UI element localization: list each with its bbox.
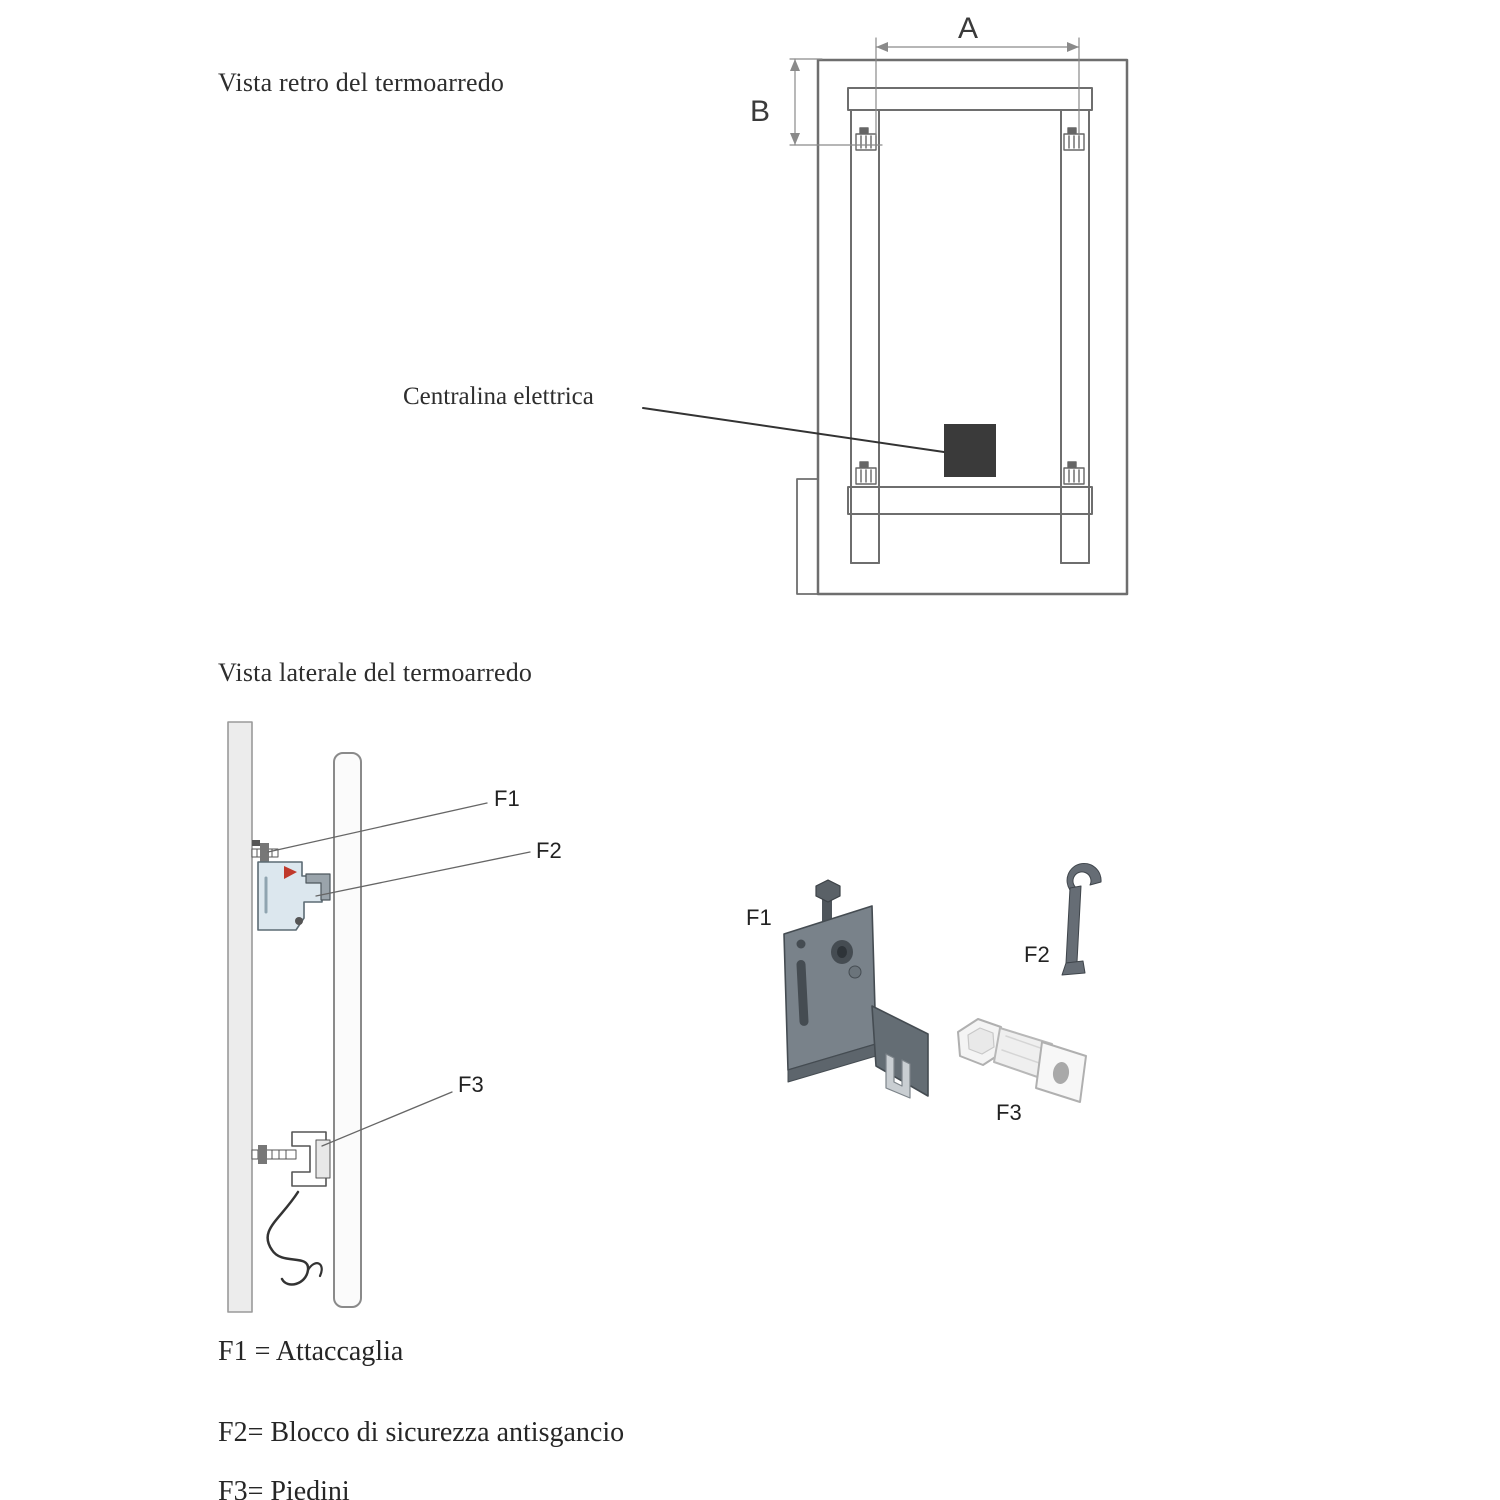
power-cable [266, 1190, 310, 1286]
block-f2-3d [1061, 862, 1102, 976]
dimension-b [789, 58, 883, 146]
mounting-brackets [855, 127, 1085, 485]
control-unit-callout: Centralina elettrica [403, 383, 594, 410]
rear-view-title: Vista retro del termoarredo [218, 68, 505, 97]
power-cable-end [306, 1262, 323, 1278]
side-view-leader-lines [267, 802, 531, 1147]
control-unit-leader-line [642, 407, 945, 453]
top-hanger-assembly [251, 840, 331, 931]
dimension-b-label: B [750, 95, 771, 128]
radiator-outline [816, 58, 1129, 596]
dimension-a-label: A [958, 12, 979, 45]
side-f2-label: F2 [536, 838, 562, 863]
part-f3-label: F3 [996, 1100, 1022, 1125]
control-unit-square [944, 424, 996, 477]
wall-plate-step [796, 478, 819, 595]
legend-item-f3: F3= Piedini [218, 1476, 350, 1500]
bottom-foot-assembly [251, 1131, 331, 1187]
part-f1-label: F1 [746, 905, 772, 930]
legend-item-f2: F2= Blocco di sicurezza antisgancio [218, 1417, 625, 1448]
side-view-diagram [227, 721, 531, 1313]
side-f3-label: F3 [458, 1072, 484, 1097]
bottom-collector [847, 486, 1093, 515]
block-f2-profile [305, 873, 331, 901]
part-f2-label: F2 [1024, 942, 1050, 967]
top-collector [847, 87, 1093, 111]
side-view-title: Vista laterale del termoarredo [218, 658, 533, 687]
foot-f3-3d [957, 1018, 1087, 1103]
vertical-tubes [850, 109, 1090, 564]
wall [227, 721, 253, 1313]
insert-arrow [284, 866, 297, 879]
rear-view-diagram [642, 37, 1129, 596]
parts-3d [783, 862, 1102, 1103]
legend-item-f1: F1 = Attaccaglia [218, 1336, 404, 1367]
bracket-f1-3d [783, 879, 929, 1099]
dimension-a [875, 37, 1080, 136]
side-f1-label: F1 [494, 786, 520, 811]
